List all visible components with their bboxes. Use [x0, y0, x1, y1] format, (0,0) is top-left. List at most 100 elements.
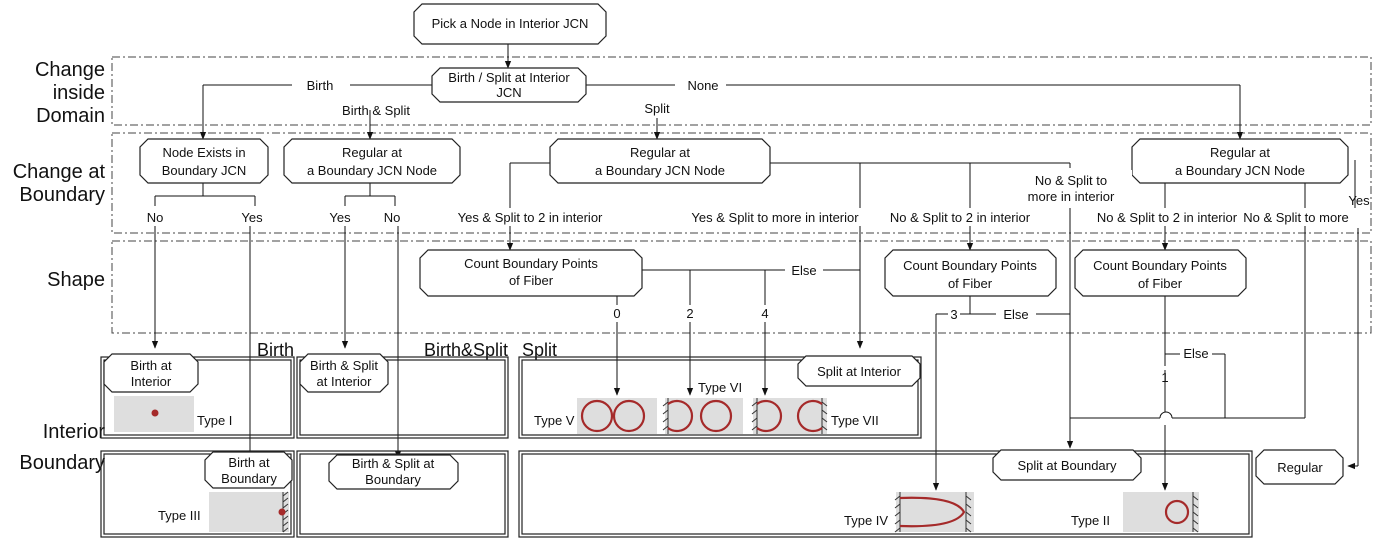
svg-text:Birth & Split: Birth & Split — [310, 358, 378, 373]
node-count-c: Count Boundary Points of Fiber — [1074, 249, 1247, 297]
label-else2: Else — [1003, 307, 1028, 322]
svg-text:Birth & Split at: Birth & Split at — [352, 456, 435, 471]
section-birth: Birth — [257, 340, 294, 360]
label-no-split-more-a: No & Split to — [1035, 173, 1107, 188]
side-label-boundary-row: Boundary — [19, 184, 105, 206]
node-regular: Regular — [1255, 449, 1344, 485]
tag-split-interior: Split at Interior — [797, 355, 921, 387]
svg-text:Regular at: Regular at — [342, 145, 402, 160]
svg-text:Node Exists in: Node Exists in — [162, 145, 245, 160]
node-exists-boundary: Node Exists in Boundary JCN — [139, 138, 269, 184]
section-split: Split — [522, 340, 557, 360]
label-no-split-more: No & Split to more — [1243, 210, 1349, 225]
illustration-type-ii — [1123, 492, 1199, 533]
label-four: 4 — [761, 306, 768, 321]
label-yes2: Yes — [329, 210, 351, 225]
svg-text:Count Boundary Points: Count Boundary Points — [903, 258, 1037, 273]
tag-bs-interior: Birth & Split at Interior — [299, 353, 389, 393]
label-two: 2 — [686, 306, 693, 321]
illustration-type-vi — [662, 398, 743, 434]
illustration-type-iii — [209, 491, 289, 533]
svg-text:Split at Interior: Split at Interior — [817, 364, 901, 379]
label-no-split-2-b: No & Split to 2 in interior — [1097, 210, 1238, 225]
label-type-iv: Type IV — [844, 513, 888, 528]
illustration-type-vii — [751, 398, 828, 434]
illustration-type-v — [577, 398, 657, 434]
band-change-boundary — [111, 132, 1372, 234]
svg-text:Birth at: Birth at — [228, 455, 270, 470]
side-label-domain: Domain — [36, 105, 105, 127]
label-type-v: Type V — [534, 413, 575, 428]
panel-split-interior — [518, 356, 922, 439]
svg-text:at Interior: at Interior — [317, 374, 373, 389]
node-regular-c: Regular at a Boundary JCN Node — [1131, 138, 1349, 184]
svg-text:Interior: Interior — [131, 374, 172, 389]
label-one: 1 — [1161, 370, 1168, 385]
label-type-iii: Type III — [158, 508, 201, 523]
node-pick: Pick a Node in Interior JCN — [413, 3, 607, 45]
svg-text:a Boundary JCN Node: a Boundary JCN Node — [595, 163, 725, 178]
svg-text:Count Boundary Points: Count Boundary Points — [464, 256, 598, 271]
svg-text:Regular at: Regular at — [1210, 145, 1270, 160]
edge-rc-hop — [1159, 411, 1173, 419]
label-else3: Else — [1183, 346, 1208, 361]
svg-text:JCN: JCN — [496, 85, 521, 100]
panel-bs-interior — [296, 356, 509, 439]
band-shape — [111, 240, 1372, 334]
svg-text:Pick a Node in Interior JCN: Pick a Node in Interior JCN — [432, 16, 589, 31]
label-no-split-more-b: more in interior — [1028, 189, 1115, 204]
label-zero: 0 — [613, 306, 620, 321]
label-yes3: Yes — [1348, 193, 1370, 208]
svg-text:of Fiber: of Fiber — [1138, 276, 1183, 291]
node-count-b: Count Boundary Points of Fiber — [884, 249, 1057, 297]
label-birth-split: Birth & Split — [342, 103, 410, 118]
tag-bs-boundary: Birth & Split at Boundary — [328, 454, 459, 490]
label-none: None — [687, 78, 718, 93]
svg-text:of Fiber: of Fiber — [948, 276, 993, 291]
label-three: 3 — [950, 307, 957, 322]
label-type-vi: Type VI — [698, 380, 742, 395]
svg-text:a Boundary JCN Node: a Boundary JCN Node — [1175, 163, 1305, 178]
side-label-change: Change — [35, 59, 105, 81]
side-label-change-at: Change at — [13, 161, 106, 183]
label-yes1: Yes — [241, 210, 263, 225]
section-birthsplit: Birth&Split — [424, 340, 508, 360]
panel-split-boundary — [518, 450, 1253, 538]
svg-text:Boundary: Boundary — [221, 471, 277, 486]
node-regular-b: Regular at a Boundary JCN Node — [549, 138, 771, 184]
tag-split-boundary: Split at Boundary — [992, 449, 1142, 481]
side-label-boundary: Boundary — [19, 452, 105, 474]
label-birth: Birth — [307, 78, 334, 93]
label-else1: Else — [791, 263, 816, 278]
panel-birth-boundary — [100, 450, 295, 538]
svg-text:Regular: Regular — [1277, 460, 1323, 475]
illustration-type-i — [114, 396, 194, 432]
label-no2: No — [384, 210, 401, 225]
svg-text:Count Boundary Points: Count Boundary Points — [1093, 258, 1227, 273]
svg-text:Boundary JCN: Boundary JCN — [162, 163, 247, 178]
illustration-type-iv — [894, 492, 974, 533]
band-change-inside — [111, 56, 1372, 126]
svg-text:Regular at: Regular at — [630, 145, 690, 160]
node-birth-split-interior: Birth / Split at Interior JCN — [431, 67, 587, 103]
label-no-split-2: No & Split to 2 in interior — [890, 210, 1031, 225]
svg-text:Boundary: Boundary — [365, 472, 421, 487]
svg-text:a Boundary JCN Node: a Boundary JCN Node — [307, 163, 437, 178]
label-type-vii: Type VII — [831, 413, 879, 428]
panel-bs-boundary — [296, 450, 509, 538]
node-regular-a: Regular at a Boundary JCN Node — [283, 138, 461, 184]
side-label-inside: inside — [53, 82, 105, 104]
tag-birth-interior: Birth at Interior — [103, 353, 199, 393]
svg-text:Split at Boundary: Split at Boundary — [1017, 458, 1117, 473]
label-yes-split-more: Yes & Split to more in interior — [691, 210, 859, 225]
label-split: Split — [644, 101, 670, 116]
label-yes-split-2: Yes & Split to 2 in interior — [458, 210, 603, 225]
svg-text:Birth / Split at Interior: Birth / Split at Interior — [448, 70, 570, 85]
svg-text:of Fiber: of Fiber — [509, 273, 554, 288]
tag-birth-boundary: Birth at Boundary — [204, 451, 293, 489]
label-type-ii: Type II — [1071, 513, 1110, 528]
node-count-a: Count Boundary Points of Fiber — [419, 249, 643, 297]
label-no1: No — [147, 210, 164, 225]
side-label-shape: Shape — [47, 269, 105, 291]
